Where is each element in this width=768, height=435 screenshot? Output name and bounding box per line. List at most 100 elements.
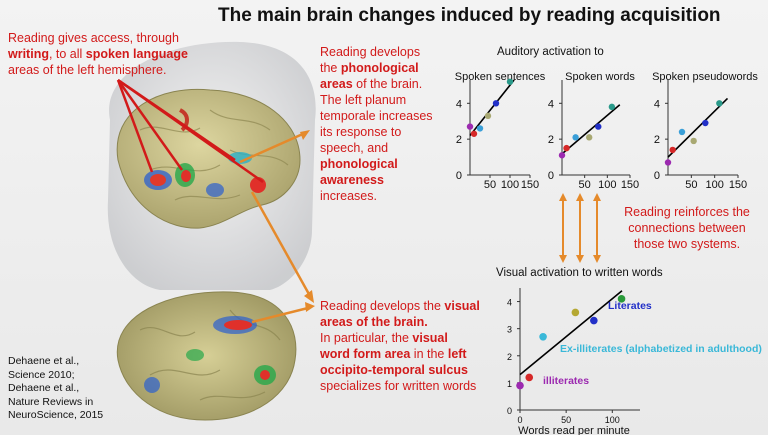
x-tick-label: 150 xyxy=(621,179,639,191)
phonological-line-8: phonological xyxy=(320,156,450,172)
x-tick-label: 100 xyxy=(605,415,620,425)
y-tick-label: 0 xyxy=(548,170,554,182)
chart-title: Spoken pseudowords xyxy=(652,71,758,83)
data-point xyxy=(590,316,598,325)
left-annotation-line-1: Reading gives access, through xyxy=(8,31,179,45)
x-tick-label: 100 xyxy=(501,179,519,191)
y-tick-label: 1 xyxy=(507,379,512,389)
phonological-line-9-bold: awareness xyxy=(320,173,384,187)
data-point xyxy=(702,119,709,127)
visual-line-4-text: in the xyxy=(410,347,448,361)
chart-title: Spoken sentences xyxy=(455,71,546,83)
data-point xyxy=(669,146,676,154)
data-point xyxy=(539,333,547,341)
data-point xyxy=(563,144,570,152)
data-point xyxy=(664,159,672,166)
visual-line-1: Reading develops the visual xyxy=(320,298,510,314)
left-annotation: Reading gives access, through writing, t… xyxy=(8,30,208,78)
lateral-brain xyxy=(116,88,301,229)
phonological-line-2: the phonological xyxy=(320,60,450,76)
y-tick-label: 4 xyxy=(507,298,512,308)
data-point xyxy=(525,373,534,382)
y-tick-label: 4 xyxy=(548,98,554,110)
chart-3: Spoken pseudowords 0 2 4 50 100 150 xyxy=(652,71,758,191)
visual-line-6: specializes for written words xyxy=(320,379,477,393)
chart-annotation: illiterates xyxy=(543,375,589,387)
x-tick-label: 50 xyxy=(579,179,591,191)
x-tick-label: 50 xyxy=(685,179,697,191)
left-annotation-line-3: areas of the left hemisphere. xyxy=(8,63,167,77)
y-tick-label: 2 xyxy=(456,134,462,146)
phonological-line-3-text: of the brain. xyxy=(352,77,423,91)
visual-line-3-bold: visual xyxy=(412,331,448,345)
left-annotation-rest-1: , to all xyxy=(48,47,86,61)
reinforce-line-3: those two systems. xyxy=(633,237,741,251)
y-tick-label: 2 xyxy=(507,352,512,362)
left-annotation-bold-2: spoken language xyxy=(85,47,188,61)
data-point xyxy=(470,130,478,137)
citation-line-4: Nature Reviews in xyxy=(8,395,94,408)
data-point xyxy=(506,78,514,85)
visual-line-5-bold: occipito-temporal sulcus xyxy=(320,363,468,377)
phonological-line-9: awareness xyxy=(320,172,450,188)
y-tick-label: 4 xyxy=(654,98,660,110)
x-tick-label: 0 xyxy=(517,415,522,425)
x-tick-label: 50 xyxy=(484,179,496,191)
phonological-line-6: its response to xyxy=(320,125,402,139)
visual-line-4-bold-2: left xyxy=(447,347,467,361)
citation: Dehaene et al., Science 2010; Dehaene et… xyxy=(8,355,118,423)
data-point xyxy=(617,295,626,303)
data-point xyxy=(690,137,697,145)
x-tick-label: 100 xyxy=(705,179,723,191)
regression-line xyxy=(667,97,729,158)
data-point xyxy=(558,152,566,159)
auditory-header: Auditory activation to xyxy=(497,46,604,58)
x-tick-label: 50 xyxy=(561,415,571,425)
regression-line xyxy=(519,290,623,376)
left-annotation-line-2: writing, to all spoken language xyxy=(8,46,208,62)
citation-line-1: Dehaene et al., xyxy=(8,355,80,367)
x-tick-label: 150 xyxy=(521,179,539,191)
phonological-line-8-bold: phonological xyxy=(320,157,398,171)
data-point xyxy=(678,128,686,136)
data-point xyxy=(716,100,723,107)
phonological-line-5: temporale increases xyxy=(320,109,433,123)
reinforce-annotation: Reading reinforces the connections betwe… xyxy=(607,204,767,252)
visual-line-2: areas of the brain. xyxy=(320,314,510,330)
data-point xyxy=(586,134,593,141)
x-axis-label: Words read per minute xyxy=(518,425,630,435)
chart-annotation: Ex-illiterates (alphabetized in adulthoo… xyxy=(560,343,762,355)
phonological-line-10: increases. xyxy=(320,189,377,203)
phonological-line-2-bold: phonological xyxy=(340,61,419,75)
visual-line-4: word form area in the left xyxy=(320,346,510,362)
y-tick-label: 0 xyxy=(654,170,660,182)
visual-header: Visual activation to written words xyxy=(496,267,663,279)
visual-annotation: Reading develops the visual areas of the… xyxy=(320,298,510,394)
y-tick-label: 2 xyxy=(654,134,660,146)
reinforce-line-1: Reading reinforces the xyxy=(624,205,750,219)
regression-line xyxy=(561,104,621,155)
page-title: The main brain changes induced by readin… xyxy=(218,5,721,26)
y-tick-label: 2 xyxy=(548,134,554,146)
phonological-annotation: Reading develops the phonological areas … xyxy=(320,44,450,204)
phonological-line-2-text: the xyxy=(320,61,341,75)
phonological-line-7: speech, and xyxy=(320,141,389,155)
phonological-line-4: The left planum xyxy=(320,93,407,107)
citation-line-3: Dehaene et al., xyxy=(8,382,80,394)
citation-line-2: Science 2010; xyxy=(8,368,75,381)
x-tick-label: 150 xyxy=(729,179,747,191)
data-point xyxy=(572,134,579,141)
data-point xyxy=(484,112,492,120)
visual-line-3-text: In particular, the xyxy=(320,331,413,345)
regression-line xyxy=(469,79,515,137)
data-point xyxy=(516,381,524,390)
visual-line-2-bold: areas of the brain. xyxy=(320,315,428,329)
visual-line-1-text: Reading develops the xyxy=(320,299,445,313)
citation-line-5: NeuroScience, 2015 xyxy=(8,409,104,421)
x-tick-label: 100 xyxy=(598,179,616,191)
data-point xyxy=(571,308,580,317)
phonological-line-1: Reading develops xyxy=(320,45,421,59)
